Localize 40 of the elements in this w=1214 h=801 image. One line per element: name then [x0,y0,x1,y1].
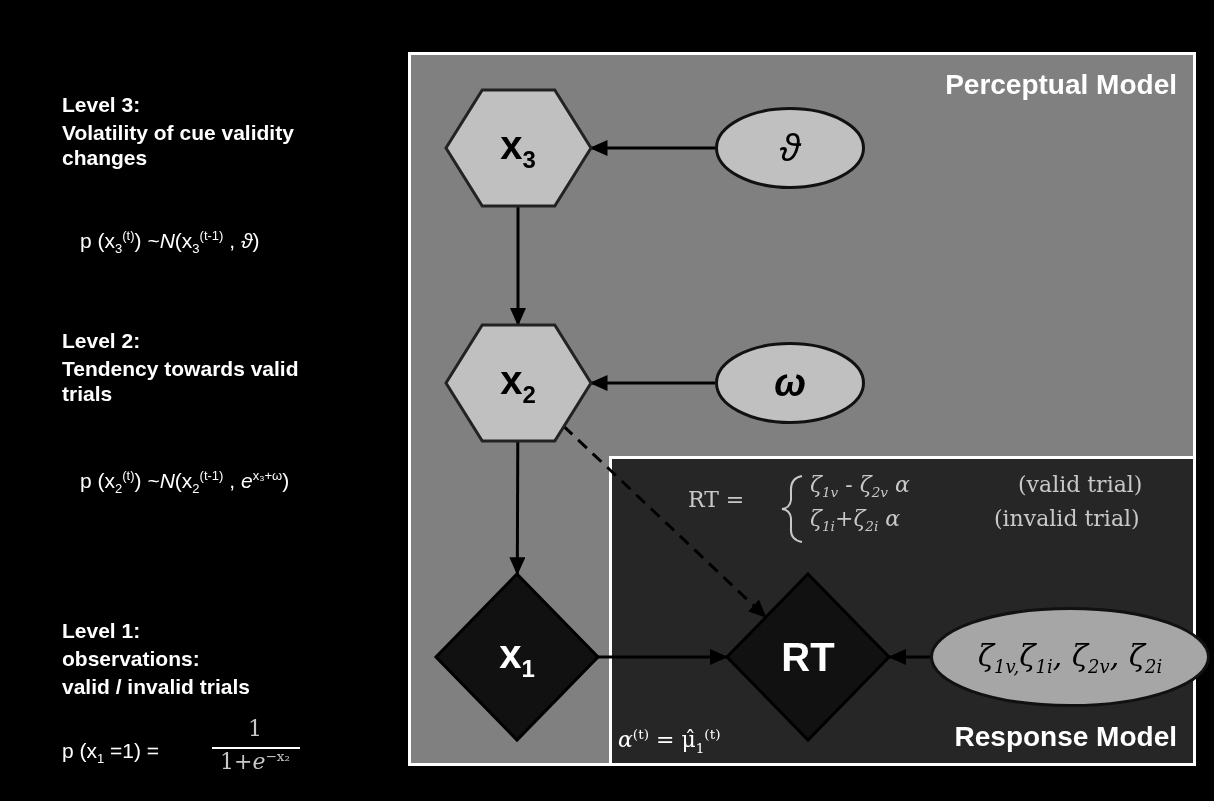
node-label: x$_{1}$ [499,631,535,683]
level-heading: Level 3: [62,92,141,118]
ellipse-node [930,607,1210,707]
level-description: observations: [62,646,200,672]
formula: 1+e$^{−x₂}$ [219,748,291,776]
hexagon-node [445,90,591,206]
node-label: RT [781,634,835,680]
panel-title: Perceptual Model [945,69,1177,101]
dashed-arrow [562,424,767,619]
trial-note: (invalid trial) [994,506,1140,533]
arrow [510,206,526,326]
formula: ζ$_{1v}$ - ζ$_{2v}$ α [810,472,910,501]
hexagon-node [445,325,591,441]
arrow [598,649,728,665]
level-description: valid / invalid trials [62,674,250,700]
arrow [589,140,715,156]
panel-title: Response Model [954,721,1177,753]
ellipse-node [715,107,865,189]
formula: ζ$_{1i}$+ζ$_{2i}$ α [810,506,901,535]
arrow [509,441,526,576]
formula: p (x$_{3}$$^{(t)}$) ~N(x$_{3}$$^{(t-1)}$ , ϑ) [80,228,260,257]
level-heading: Level 1: [62,618,141,644]
ellipse-node [715,342,865,424]
trial-note: (valid trial) [1018,472,1143,499]
level-description: Tendency towards valid trials [62,356,300,407]
diamond-node [727,574,889,740]
formula: 1 [247,716,263,743]
level-description: Volatility of cue validity changes [62,120,295,171]
formula: p (x$_{2}$$^{(t)}$) ~N(x$_{2}$$^{(t-1)}$ , e$^{x₃+ω}$) [80,468,290,497]
node-label: ζ$_{1v,}$ζ$_{1i}$, ζ$_{2v}$, ζ$_{2i}$ [977,637,1163,677]
node-label: x$_{3}$ [500,122,536,174]
arrow [888,649,930,665]
level-heading: Level 2: [62,328,141,354]
arrow [589,375,715,391]
formula: p (x$_{1}$ =1) = [62,738,160,767]
node-label: ϑ [779,126,801,170]
node-label: x$_{2}$ [500,357,536,409]
formula: RT = [688,487,745,514]
diamond-node [436,574,598,740]
node-label: ω [774,361,806,405]
